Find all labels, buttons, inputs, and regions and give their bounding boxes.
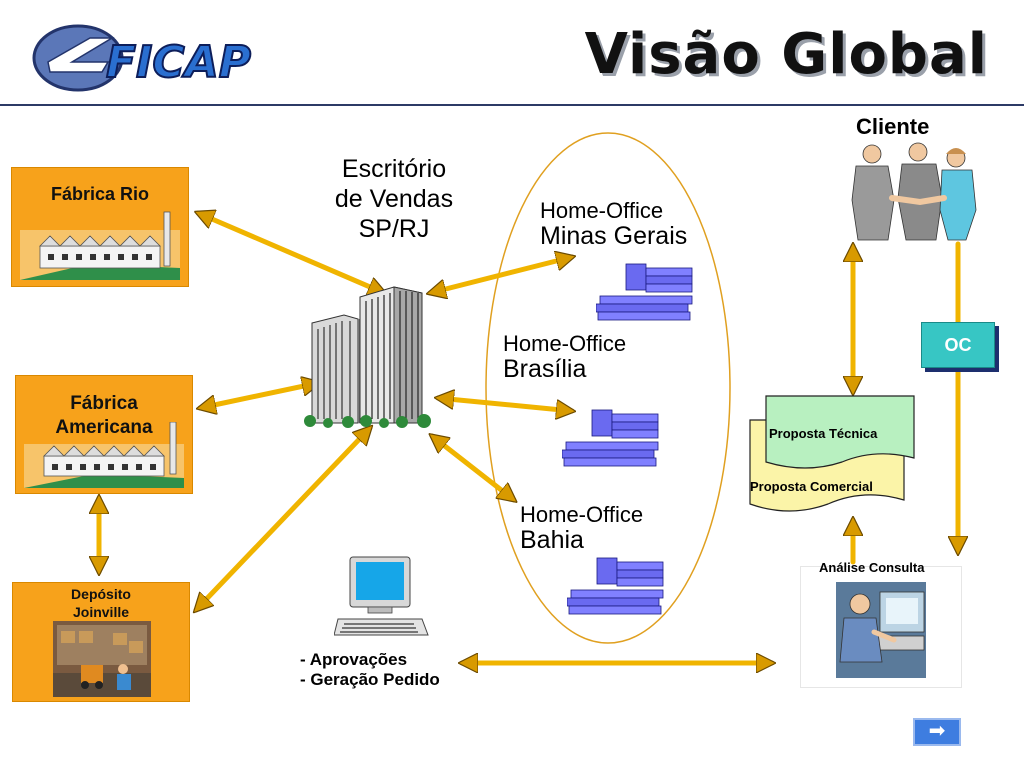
home-ba-label: Home-Office Bahia bbox=[520, 502, 643, 555]
next-slide-button[interactable]: ➡ bbox=[913, 718, 961, 746]
deposito-joinville-box: Depósito Joinville bbox=[12, 582, 190, 702]
analise-consulta-label: Análise Consulta bbox=[819, 560, 925, 575]
arrow-deposito-escritorio bbox=[196, 428, 370, 610]
deposito-line2: Joinville bbox=[72, 604, 130, 620]
arrow-americana-escritorio bbox=[200, 383, 318, 408]
handshake-people-icon bbox=[851, 142, 977, 241]
deposito-line1: Depósito bbox=[71, 586, 131, 602]
arrow-escritorio-bsb bbox=[438, 398, 572, 411]
home-bsb-label: Home-Office Brasília bbox=[503, 331, 626, 384]
arrow-escritorio-mg bbox=[430, 257, 572, 293]
home-bsb-line2: Brasília bbox=[503, 355, 587, 383]
factory-icon bbox=[20, 211, 180, 280]
arrow-rio-escritorio bbox=[198, 213, 384, 293]
worker-at-computer-icon bbox=[836, 582, 926, 678]
fabrica-americana-label: Fábrica Americana bbox=[16, 392, 192, 440]
proposta-tecnica-label: Proposta Técnica bbox=[769, 426, 878, 441]
warehouse-icon bbox=[53, 621, 151, 697]
oc-button[interactable]: OC bbox=[921, 322, 995, 368]
home-office-ellipse bbox=[485, 132, 731, 644]
computer-icon bbox=[334, 556, 429, 636]
analise-consulta-frame bbox=[800, 566, 962, 688]
fabrica-rio-label: Fábrica Rio bbox=[50, 184, 150, 204]
escritorio-line3: SP/RJ bbox=[358, 215, 430, 243]
arrow-escritorio-ba bbox=[432, 436, 514, 500]
escritorio-label: Escritório de Vendas SP/RJ bbox=[318, 154, 470, 244]
server-stack-icon bbox=[596, 263, 693, 321]
aprovacoes-line: - Aprovações bbox=[300, 650, 408, 669]
arrow-right-icon: ➡ bbox=[928, 720, 946, 742]
header-divider bbox=[0, 104, 1024, 106]
home-bsb-line1: Home-Office bbox=[503, 331, 627, 356]
fabrica-rio-box: Fábrica Rio bbox=[11, 167, 189, 287]
proposta-comercial-label: Proposta Comercial bbox=[750, 479, 873, 494]
home-mg-line1: Home-Office bbox=[540, 198, 664, 223]
proposta-documents bbox=[749, 395, 915, 512]
server-stack-icon bbox=[567, 557, 664, 615]
fabrica-americana-line1: Fábrica bbox=[70, 393, 138, 414]
aprovacoes-label: - Aprovações - Geração Pedido bbox=[300, 650, 440, 690]
home-mg-line2: Minas Gerais bbox=[540, 222, 688, 250]
geracao-pedido-line: - Geração Pedido bbox=[300, 670, 440, 689]
fabrica-americana-line2: Americana bbox=[55, 417, 153, 438]
factory-icon bbox=[24, 422, 184, 488]
ficap-logo: FICAP bbox=[32, 24, 252, 92]
deposito-label: Depósito Joinville bbox=[13, 585, 189, 621]
office-building-icon bbox=[304, 286, 431, 428]
escritorio-line1: Escritório bbox=[341, 155, 447, 183]
escritorio-line2: de Vendas bbox=[334, 185, 454, 213]
cliente-label: Cliente bbox=[856, 114, 930, 139]
home-ba-line2: Bahia bbox=[520, 526, 584, 554]
logo-text: FICAP bbox=[106, 37, 251, 88]
server-stack-icon bbox=[562, 409, 659, 467]
home-ba-line1: Home-Office bbox=[520, 502, 644, 527]
page-title: Visão Global bbox=[584, 22, 988, 87]
home-mg-label: Home-Office Minas Gerais bbox=[540, 198, 687, 251]
fabrica-americana-box: Fábrica Americana bbox=[15, 375, 193, 494]
